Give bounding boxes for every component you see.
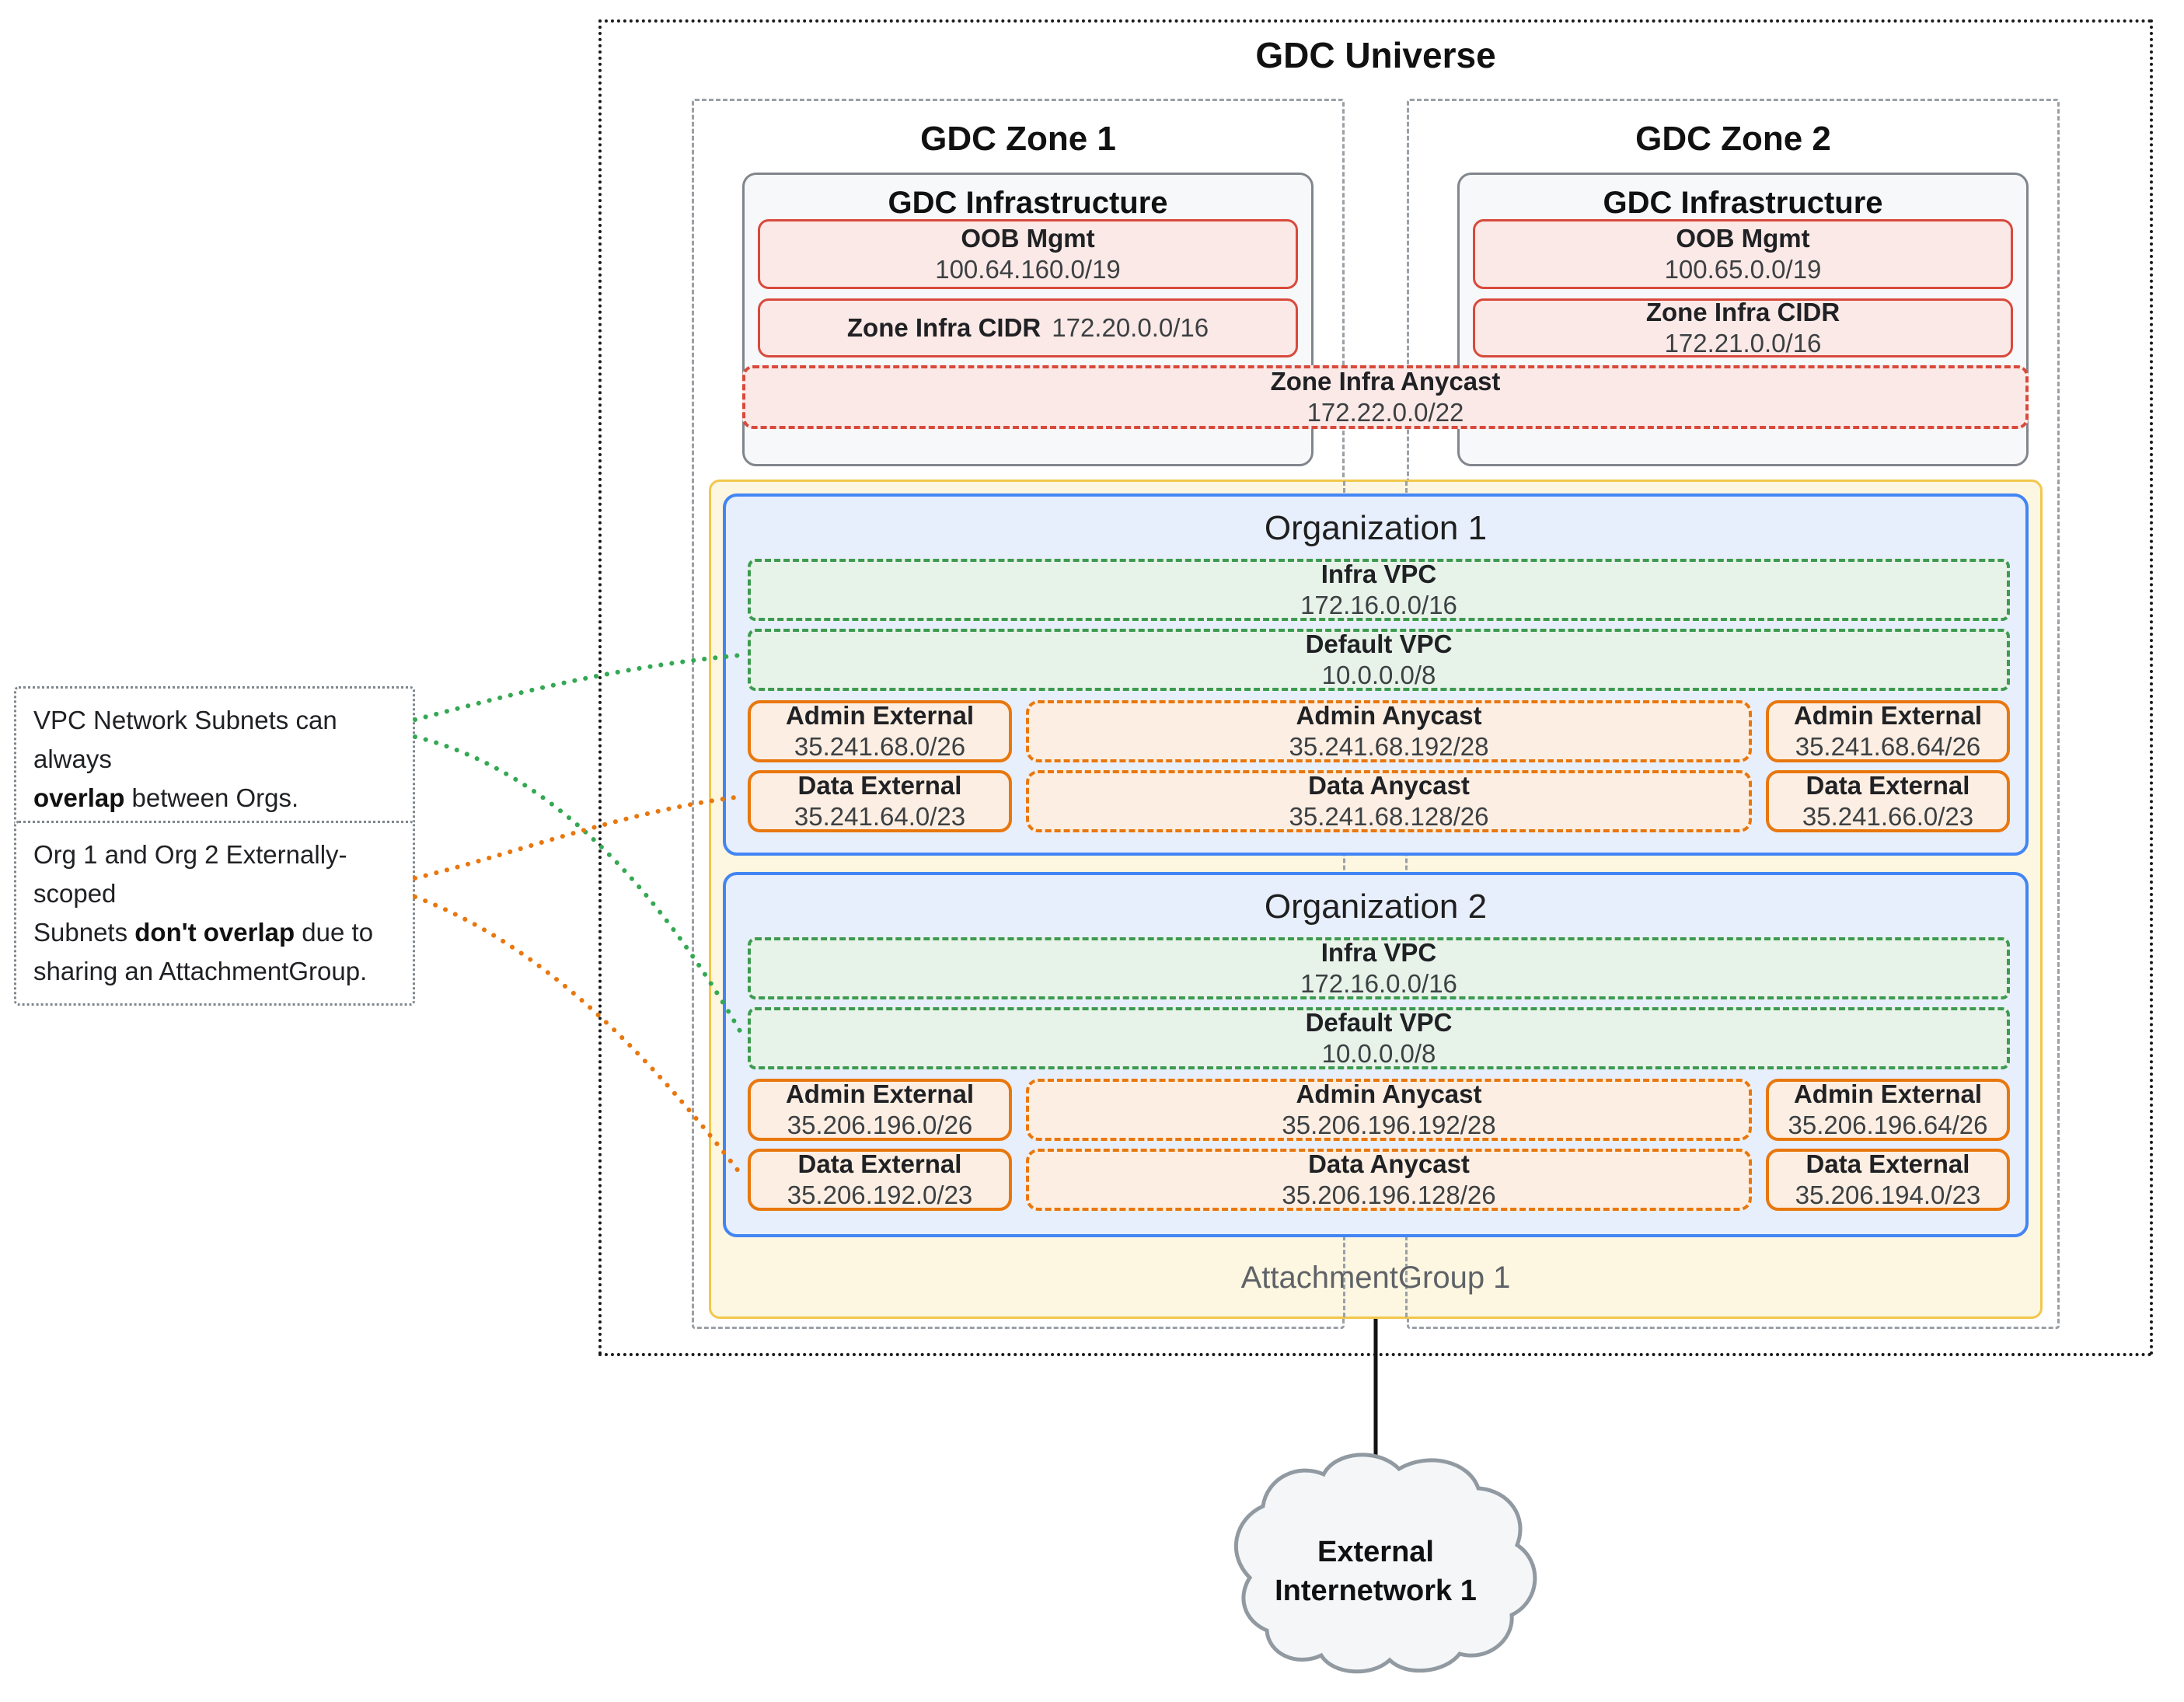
external-internetwork-label: External Internetwork 1 [1236,1533,1516,1610]
annotation-vpc-overlap: VPC Network Subnets can always overlap b… [14,686,415,832]
org2-default-vpc-cidr: 10.0.0.0/8 [1321,1039,1436,1068]
org1-data-external-right-label: Data External [1805,771,1970,800]
zone2-oob-cidr: 100.65.0.0/19 [1664,255,1822,284]
org1-data-external-right-cidr: 35.241.66.0/23 [1802,802,1974,831]
org1-admin-anycast-box: Admin Anycast 35.241.68.192/28 [1026,700,1752,762]
zone1-infra-cidr-label: Zone Infra CIDR [846,313,1041,342]
org1-data-anycast-label: Data Anycast [1308,771,1470,800]
zone1-oob-mgmt-box: OOB Mgmt 100.64.160.0/19 [758,219,1298,289]
zone2-infrastructure-title: GDC Infrastructure [1603,186,1883,220]
zone1-oob-label: OOB Mgmt [961,224,1095,253]
annotation-no-overlap: Org 1 and Org 2 Externally-scoped Subnet… [14,821,415,1006]
annotation-1-line-1: VPC Network Subnets can always [33,706,337,773]
external-internetwork-line1: External [1317,1536,1434,1568]
org1-data-external-left-label: Data External [797,771,962,800]
org1-admin-external-left-cidr: 35.241.68.0/26 [794,732,966,761]
org2-admin-anycast-box: Admin Anycast 35.206.196.192/28 [1026,1079,1752,1141]
organization-2-box: Organization 2 Infra VPC 172.16.0.0/16 D… [723,872,2029,1237]
org1-admin-external-left-box: Admin External 35.241.68.0/26 [748,700,1012,762]
org2-admin-external-right-box: Admin External 35.206.196.64/26 [1766,1079,2010,1141]
org1-admin-anycast-cidr: 35.241.68.192/28 [1289,732,1489,761]
gdc-zone-2-title: GDC Zone 2 [1635,120,1831,158]
zone2-infra-cidr-value: 172.21.0.0/16 [1664,329,1822,357]
zone1-oob-cidr: 100.64.160.0/19 [935,255,1121,284]
org2-admin-external-right-label: Admin External [1793,1079,1983,1108]
org1-data-anycast-cidr: 35.241.68.128/26 [1289,802,1489,831]
gdc-zone-1-title: GDC Zone 1 [920,120,1116,158]
zone2-infra-cidr-label: Zone Infra CIDR [1645,298,1840,326]
org2-data-external-right-label: Data External [1805,1149,1970,1178]
org1-data-anycast-box: Data Anycast 35.241.68.128/26 [1026,770,1752,832]
org2-data-external-right-cidr: 35.206.194.0/23 [1795,1181,1981,1209]
org1-admin-external-right-box: Admin External 35.241.68.64/26 [1766,700,2010,762]
org2-data-external-left-cidr: 35.206.192.0/23 [787,1181,973,1209]
annotation-2-line-2: Subnets don't overlap due to [33,918,374,947]
org1-default-vpc-box: Default VPC 10.0.0.0/8 [748,629,2010,691]
org1-default-vpc-cidr: 10.0.0.0/8 [1321,661,1436,689]
zone1-infrastructure-title: GDC Infrastructure [888,186,1168,220]
org2-admin-external-left-cidr: 35.206.196.0/26 [787,1111,973,1139]
annotation-1-line-2: overlap between Orgs. [33,783,299,812]
gdc-universe-title: GDC Universe [1255,35,1496,75]
org1-default-vpc-label: Default VPC [1305,630,1453,658]
org1-data-external-right-box: Data External 35.241.66.0/23 [1766,770,2010,832]
org1-infra-vpc-label: Infra VPC [1321,560,1437,588]
org2-infra-vpc-cidr: 172.16.0.0/16 [1300,969,1457,998]
external-internetwork-line2: Internetwork 1 [1275,1575,1477,1607]
zone2-infra-cidr-box: Zone Infra CIDR 172.21.0.0/16 [1473,298,2013,357]
zone-infra-anycast-label: Zone Infra Anycast [1270,367,1501,396]
org2-infra-vpc-label: Infra VPC [1321,938,1437,967]
attachment-group-label: AttachmentGroup 1 [1240,1261,1511,1295]
annotation-2-line-1: Org 1 and Org 2 Externally-scoped [33,840,347,908]
org1-data-external-left-cidr: 35.241.64.0/23 [794,802,966,831]
org2-admin-external-left-label: Admin External [785,1079,975,1108]
org2-data-anycast-label: Data Anycast [1308,1149,1470,1178]
organization-1-title: Organization 1 [1264,509,1488,547]
zone-infra-anycast-box: Zone Infra Anycast 172.22.0.0/22 [742,365,2029,429]
org2-admin-external-right-cidr: 35.206.196.64/26 [1788,1111,1988,1139]
org1-infra-vpc-cidr: 172.16.0.0/16 [1300,591,1457,619]
zone1-infra-cidr-box: Zone Infra CIDR 172.20.0.0/16 [758,298,1298,357]
org2-data-anycast-cidr: 35.206.196.128/26 [1282,1181,1496,1209]
org2-data-external-right-box: Data External 35.206.194.0/23 [1766,1149,2010,1211]
org2-default-vpc-box: Default VPC 10.0.0.0/8 [748,1007,2010,1069]
zone2-oob-label: OOB Mgmt [1676,224,1810,253]
org1-admin-external-right-label: Admin External [1793,701,1983,730]
org2-data-external-left-label: Data External [797,1149,962,1178]
org2-admin-anycast-label: Admin Anycast [1296,1079,1482,1108]
org1-data-external-left-box: Data External 35.241.64.0/23 [748,770,1012,832]
org2-data-anycast-box: Data Anycast 35.206.196.128/26 [1026,1149,1752,1211]
org2-admin-anycast-cidr: 35.206.196.192/28 [1282,1111,1496,1139]
org1-admin-external-right-cidr: 35.241.68.64/26 [1795,732,1981,761]
org2-data-external-left-box: Data External 35.206.192.0/23 [748,1149,1012,1211]
org2-infra-vpc-box: Infra VPC 172.16.0.0/16 [748,937,2010,999]
org2-default-vpc-label: Default VPC [1305,1008,1453,1037]
org2-admin-external-left-box: Admin External 35.206.196.0/26 [748,1079,1012,1141]
zone2-oob-mgmt-box: OOB Mgmt 100.65.0.0/19 [1473,219,2013,289]
zone1-infra-cidr-value: 172.20.0.0/16 [1052,313,1209,342]
org1-infra-vpc-box: Infra VPC 172.16.0.0/16 [748,559,2010,621]
org1-admin-anycast-label: Admin Anycast [1296,701,1482,730]
zone-infra-anycast-cidr: 172.22.0.0/22 [1307,398,1464,427]
annotation-2-line-3: sharing an AttachmentGroup. [33,957,368,985]
org1-admin-external-left-label: Admin External [785,701,975,730]
organization-1-box: Organization 1 Infra VPC 172.16.0.0/16 D… [723,494,2029,856]
organization-2-title: Organization 2 [1264,888,1488,926]
